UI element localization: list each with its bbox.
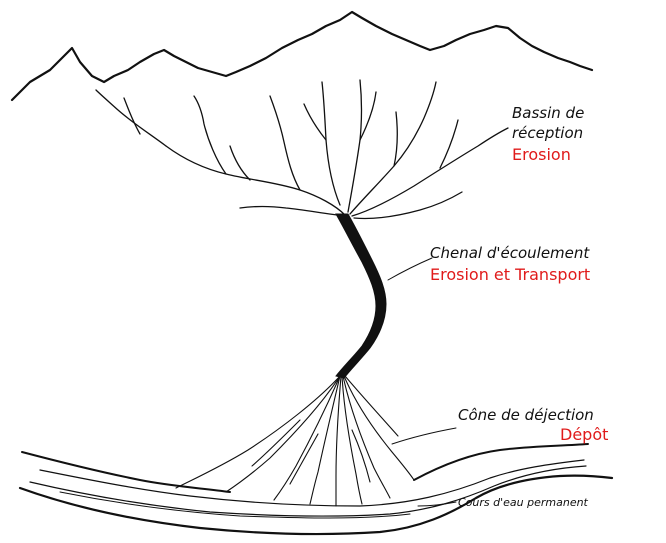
chenal-leader [388,258,432,280]
bassin-role-label: Erosion [512,145,571,164]
chenal-label: Chenal d'écoulement [430,244,590,262]
bassin-label-line2: réception [512,124,583,142]
cone-label: Cône de déjection [458,406,594,424]
cours-label: Cours d'eau permanent [458,496,589,509]
cone-leader [392,428,456,444]
leader-lines [388,258,456,506]
permanent-river [20,444,612,534]
chenal-role-label: Erosion et Transport [430,265,590,284]
bassin-label-line1: Bassin de [512,104,584,122]
drainage-network [96,80,508,219]
cours-leader [418,502,456,506]
cone-role-label: Dépôt [560,425,608,444]
mountain-ridge [12,12,592,100]
main-channel [336,214,386,378]
debris-fan [176,376,414,506]
